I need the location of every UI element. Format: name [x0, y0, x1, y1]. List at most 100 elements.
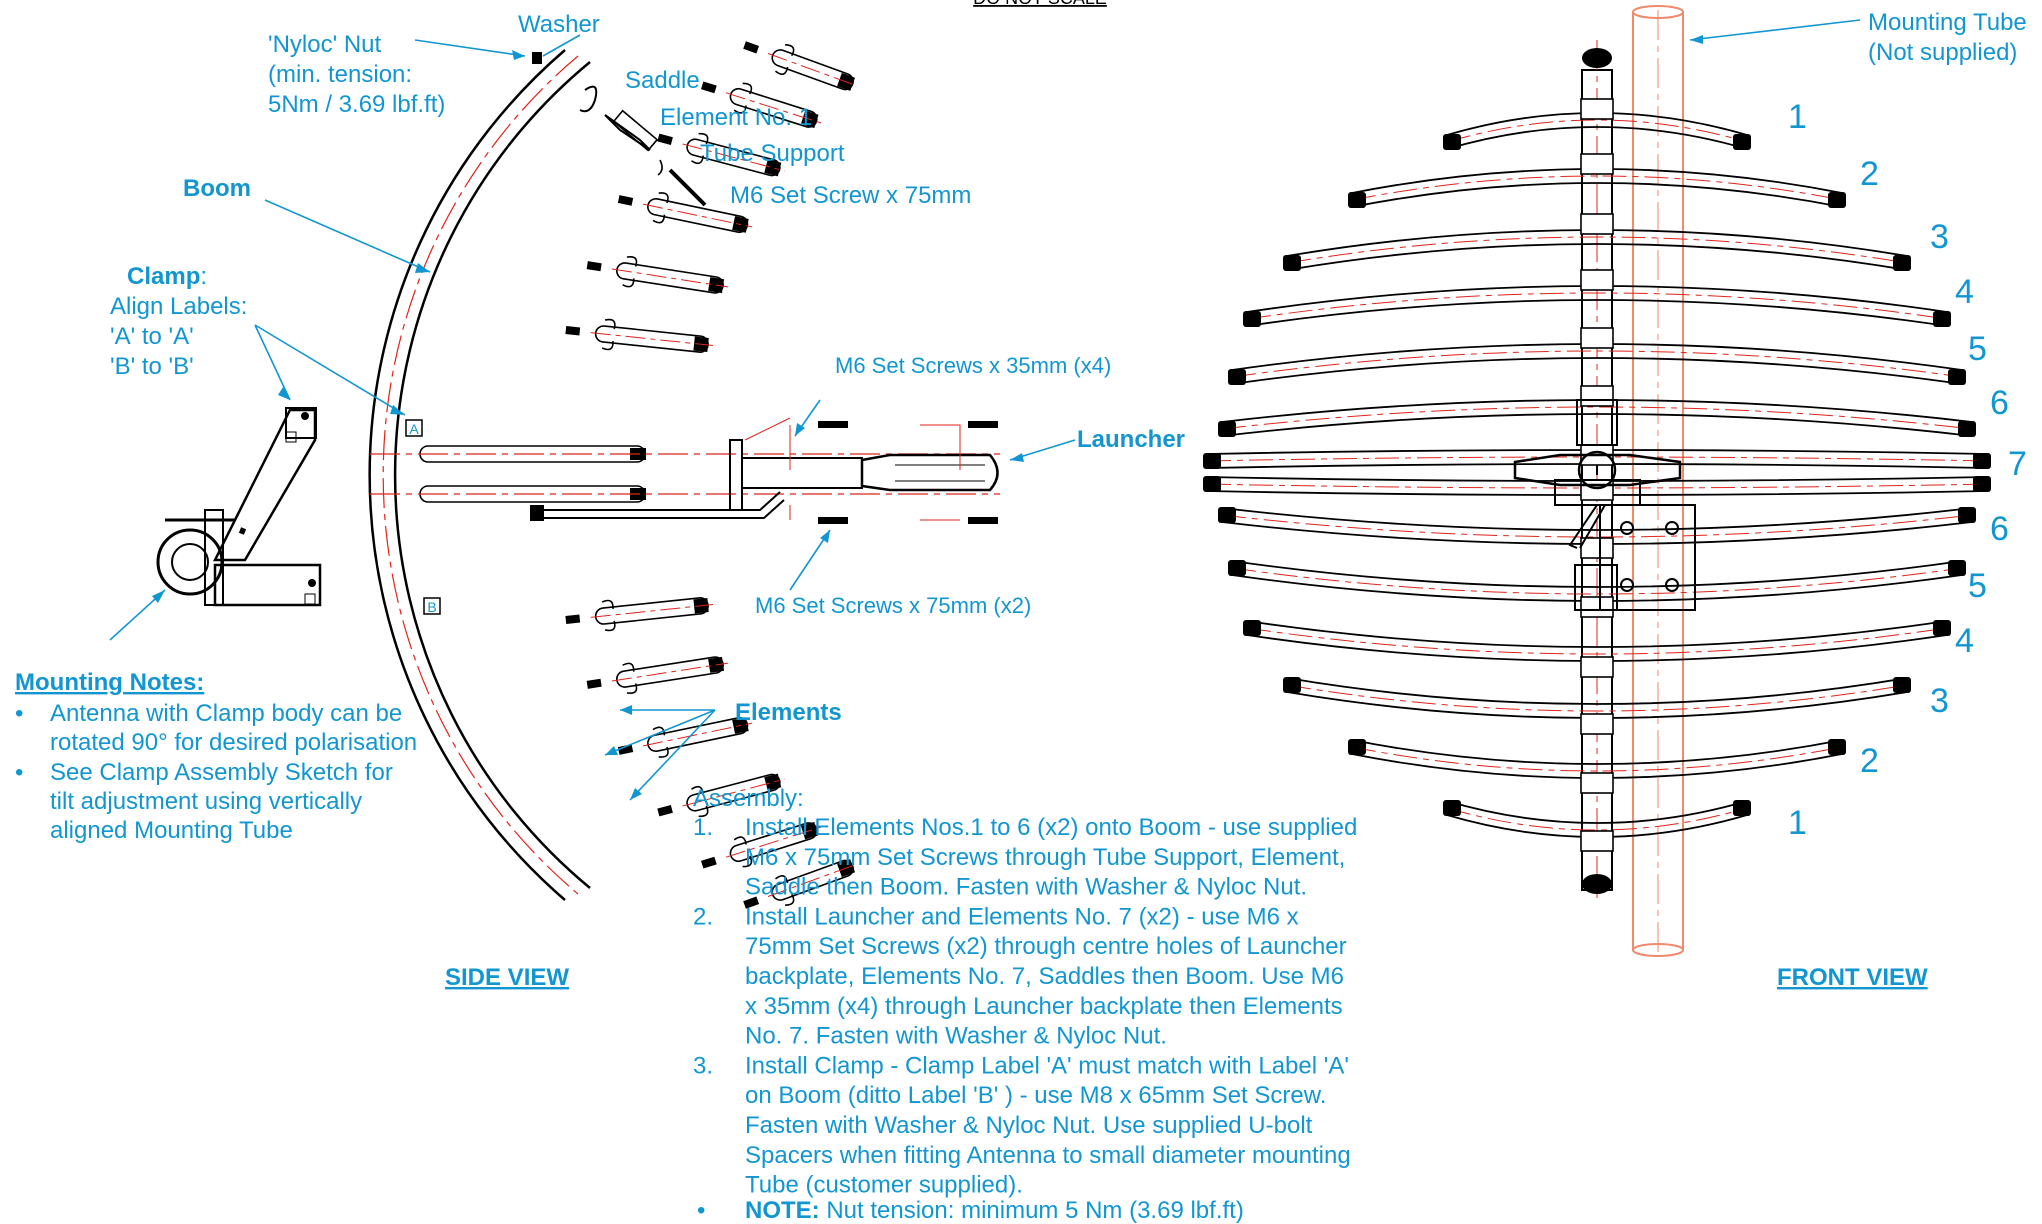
clamp-drawing — [156, 407, 322, 607]
front-element — [1228, 327, 1966, 385]
front-element — [1348, 739, 1846, 794]
front-element — [1348, 153, 1846, 208]
launcher-front — [1513, 399, 1696, 611]
assembly-step-line: Tube (customer supplied). — [745, 1172, 1023, 1199]
mounting-note-line-2: rotated 90° for desired polarisation — [50, 729, 417, 756]
screws-35-label: M6 Set Screws x 35mm (x4) — [835, 353, 1111, 378]
mounting-note-line-5: aligned Mounting Tube — [50, 817, 293, 844]
mounting-note-line-3: See Clamp Assembly Sketch for — [50, 759, 393, 786]
assembly-step-line: Install Launcher and Elements No. 7 (x2)… — [745, 903, 1299, 930]
mounting-note-line-1: Antenna with Clamp body can be — [50, 700, 402, 727]
side-element — [743, 859, 858, 909]
mounting-tube-label-2: (Not supplied) — [1868, 39, 2017, 66]
side-element — [657, 773, 785, 818]
element-number: 5 — [1968, 567, 1987, 605]
assembly-step-line: on Boom (ditto Label 'B' ) - use M8 x 65… — [745, 1082, 1326, 1109]
mounting-note-line-4: tilt adjustment using vertically — [50, 788, 362, 815]
set-screw-label: M6 Set Screw x 75mm — [730, 182, 971, 209]
assembly-step-line: 75mm Set Screws (x2) through centre hole… — [745, 933, 1347, 960]
boom-label-b: B — [427, 599, 436, 615]
assembly-step-line: Spacers when fitting Antenna to small di… — [745, 1142, 1351, 1169]
side-element — [617, 716, 753, 758]
assembly-step-number: 2. — [693, 903, 713, 930]
mounting-notes-title: Mounting Notes: — [15, 669, 204, 696]
element-number: 3 — [1930, 218, 1949, 256]
assembly-step-number: 3. — [693, 1052, 713, 1079]
side-element — [617, 192, 753, 234]
assembly-step-line: Install Elements Nos.1 to 6 (x2) onto Bo… — [745, 814, 1357, 841]
front-element — [1228, 560, 1966, 618]
front-element — [1283, 677, 1911, 735]
launcher-label: Launcher — [1077, 426, 1185, 453]
assembly-instructions: Assembly: 1. Install Elements Nos.1 to 6 … — [693, 785, 1357, 1224]
mounting-tube-label-1: Mounting Tube — [1868, 9, 2027, 36]
side-view-title: SIDE VIEW — [445, 964, 569, 991]
front-element — [1218, 507, 1976, 559]
screws-75-label: M6 Set Screws x 75mm (x2) — [755, 593, 1031, 618]
side-view-drawing: A B — [156, 41, 1000, 909]
mounting-bullet-1: • — [15, 700, 23, 727]
assembly-title: Assembly: — [693, 785, 804, 812]
nyloc-label-1: 'Nyloc' Nut — [268, 31, 382, 58]
clamp-title: Clamp: — [127, 263, 207, 290]
side-element — [700, 821, 822, 869]
side-element — [657, 132, 785, 177]
leader-lines — [109, 19, 1861, 801]
front-view-drawing — [1203, 5, 1991, 957]
front-view-title: FRONT VIEW — [1777, 964, 1928, 991]
element-number: 6 — [1990, 510, 2009, 548]
tube-support-label: Tube Support — [700, 140, 845, 167]
assembly-step-number: 1. — [693, 814, 713, 841]
front-view-labels: Mounting Tube (Not supplied) FRONT VIEW … — [1777, 9, 2027, 991]
mounting-notes: Mounting Notes: • Antenna with Clamp bod… — [15, 669, 417, 844]
element-number: 4 — [1955, 622, 1974, 660]
element-number: 1 — [1788, 804, 1807, 842]
launcher-labels: M6 Set Screws x 35mm (x4) Launcher M6 Se… — [755, 353, 1185, 618]
washer-label: Washer — [518, 11, 600, 38]
front-element — [1443, 98, 1751, 150]
clamp-line-2: 'A' to 'A' — [110, 323, 194, 350]
side-element — [565, 597, 714, 632]
side-element — [586, 255, 729, 294]
element-number: 2 — [1860, 742, 1879, 780]
element-7-pair — [370, 445, 1000, 503]
side-element — [700, 81, 822, 129]
element-number: 1 — [1788, 98, 1807, 136]
assembly-steps: 1. Install Elements Nos.1 to 6 (x2) onto … — [693, 814, 1357, 1199]
assembly-note: NOTE: Nut tension: minimum 5 Nm (3.69 lb… — [745, 1197, 1244, 1224]
launcher-drawing — [530, 417, 999, 524]
nyloc-label-3: 5Nm / 3.69 lbf.ft) — [268, 91, 445, 118]
note-bullet: • — [697, 1197, 705, 1224]
front-element — [1443, 800, 1751, 852]
element1-label: Element No. 1 — [660, 104, 812, 131]
assembly-step-line: M6 x 75mm Set Screws through Tube Suppor… — [745, 844, 1345, 871]
front-element — [1283, 213, 1911, 271]
front-element — [1243, 269, 1951, 327]
assembly-step-line: backplate, Elements No. 7, Saddles then … — [745, 963, 1344, 990]
elements-label: Elements — [735, 699, 842, 726]
scale-note: DO NOT SCALE — [973, 0, 1107, 8]
saddle-label: Saddle — [625, 67, 700, 94]
side-view-labels: 'Nyloc' Nut (min. tension: 5Nm / 3.69 lb… — [110, 11, 971, 991]
front-view-elements — [1203, 98, 1991, 852]
side-element — [586, 656, 729, 695]
element-number: 2 — [1860, 155, 1879, 193]
element-number: 4 — [1955, 273, 1974, 311]
side-element — [565, 318, 714, 353]
clamp-line-1: Align Labels: — [110, 293, 247, 320]
element-number: 5 — [1968, 330, 1987, 368]
element-number: 3 — [1930, 682, 1949, 720]
assembly-step-line: Saddle then Boom. Fasten with Washer & N… — [745, 874, 1307, 901]
clamp-line-3: 'B' to 'B' — [110, 353, 194, 380]
side-view-elements — [565, 41, 858, 909]
mounting-bullet-2: • — [15, 759, 23, 786]
assembly-step-line: No. 7. Fasten with Washer & Nyloc Nut. — [745, 1023, 1167, 1050]
element-number: 6 — [1990, 384, 2009, 422]
exploded-hardware — [532, 52, 707, 207]
assembly-step-line: x 35mm (x4) through Launcher backplate t… — [745, 993, 1343, 1020]
element-number: 7 — [2008, 445, 2027, 483]
assembly-step-line: Install Clamp - Clamp Label 'A' must mat… — [745, 1052, 1349, 1079]
nyloc-label-2: (min. tension: — [268, 61, 412, 88]
